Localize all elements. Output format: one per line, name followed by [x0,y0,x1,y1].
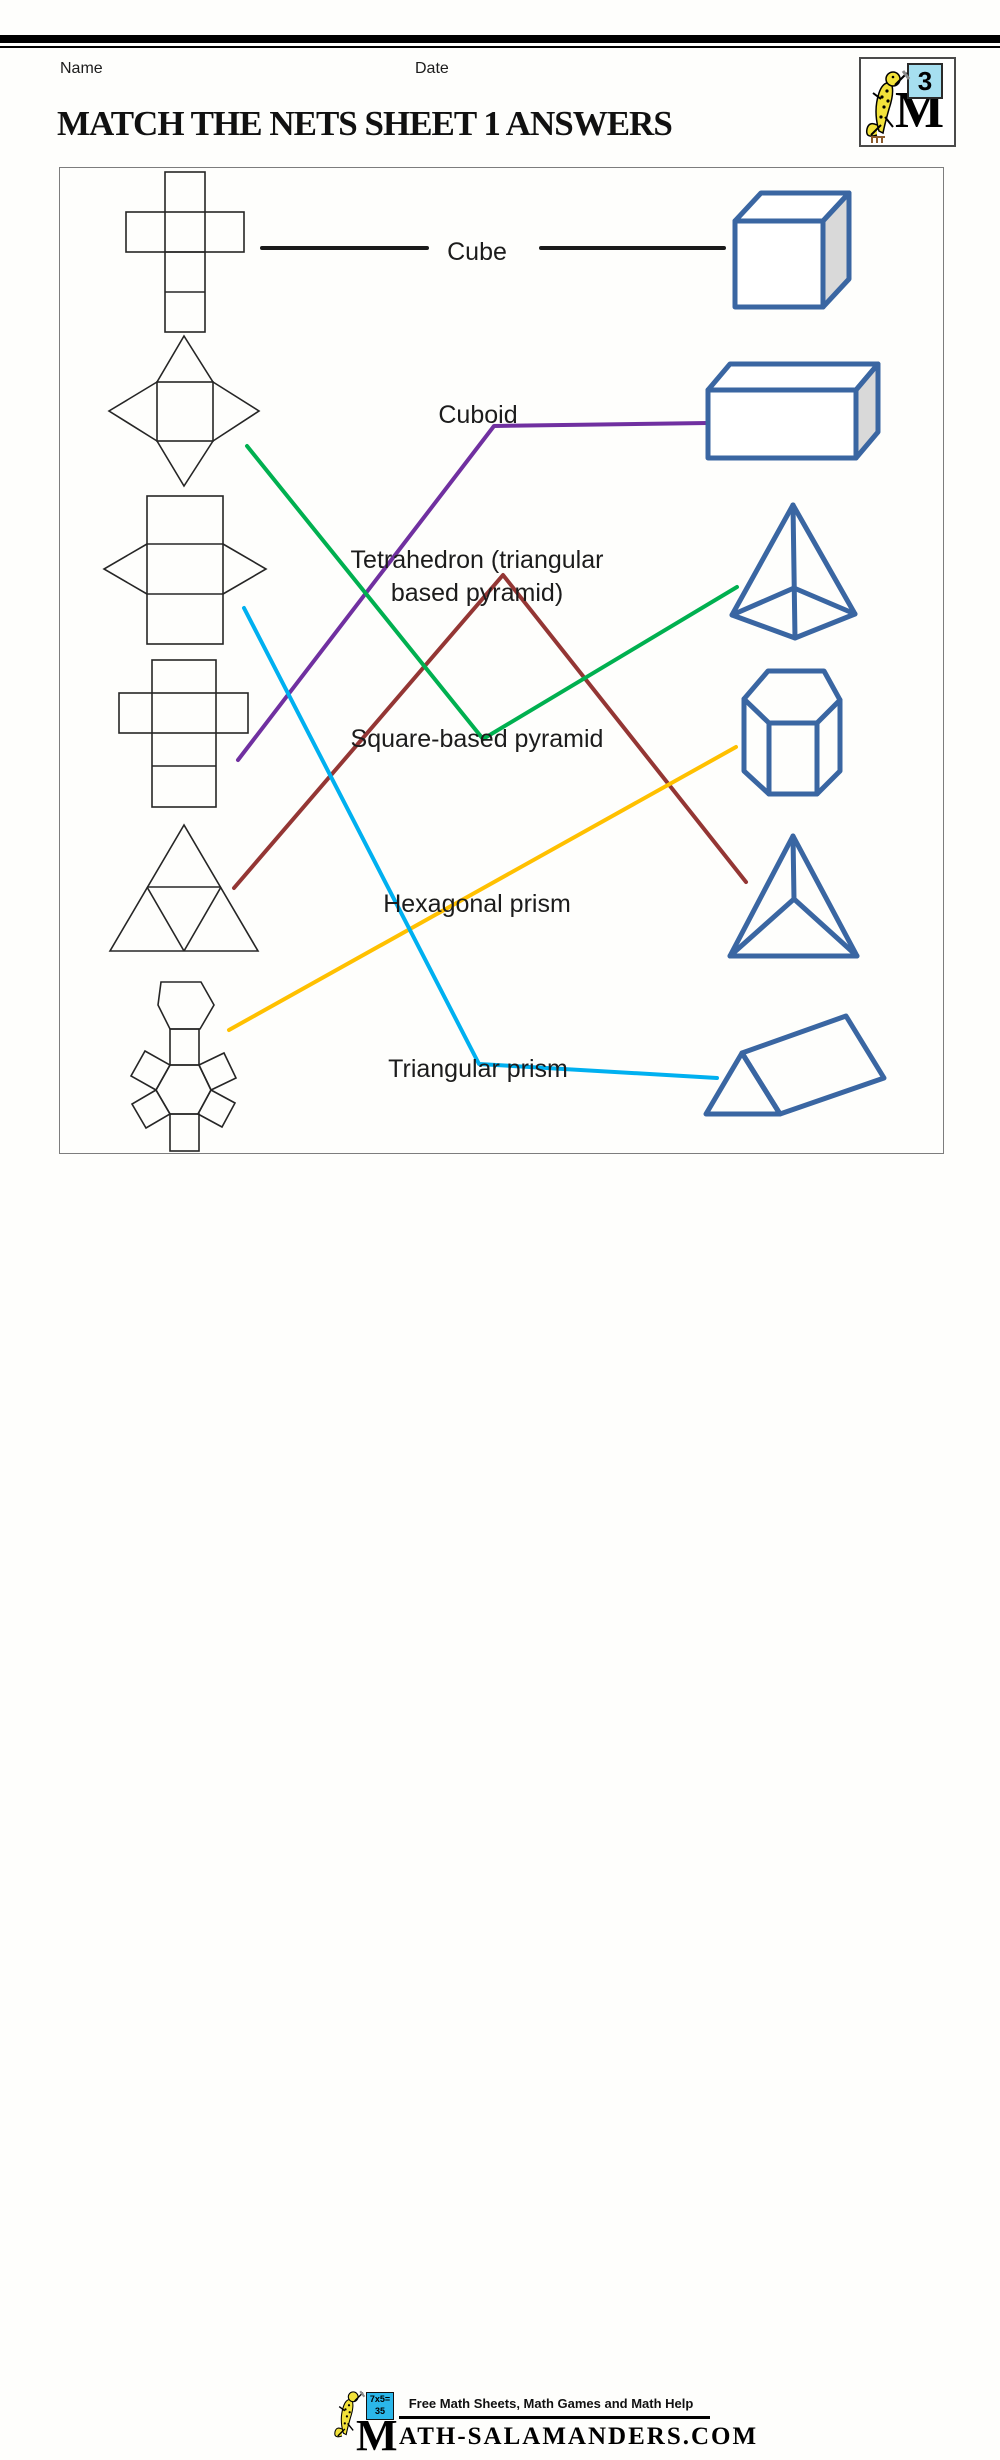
cuboid-net [118,659,249,808]
nets-column [102,171,268,1152]
label-triangular-prism: Triangular prism [388,1055,568,1083]
cube-net [125,171,245,333]
page-title: MATCH THE NETS SHEET 1 ANSWERS [57,104,673,143]
square-pyramid-net [107,334,261,488]
grade-badge: M 3 [859,57,956,147]
label-hexagonal-prism: Hexagonal prism [383,890,571,918]
tetrahedron-solid [727,833,860,959]
hexagonal-prism-net [129,981,238,1152]
connection-line-triangular-prism [242,606,719,1080]
label-cube: Cube [447,238,507,266]
salamander-icon [865,70,911,143]
connection-line-tetrahedron [232,573,748,890]
grade-number: 3 [917,66,933,96]
label-cuboid: Cuboid [438,401,518,429]
footer-rule [399,2416,710,2419]
tetrahedron-net [108,823,260,952]
footer-brand-m: M [356,2411,398,2460]
label-square-pyramid: Square-based pyramid [350,725,604,753]
connection-line-hexagonal-prism [227,745,738,1032]
solids-column [703,190,887,1117]
connection-line-cuboid [236,421,710,762]
footer-card-line1: 7x5= [369,2394,391,2404]
footer: 7x5= 35 Free Math Sheets, Math Games and… [0,1190,1000,2458]
worksheet-canvas [102,171,887,1152]
date-label: Date [415,60,449,77]
grade-card: 3 [907,63,943,99]
square-pyramid-solid [729,502,858,641]
label-tetrahedron-line2: based pyramid) [390,579,564,607]
footer-tagline: Free Math Sheets, Math Games and Math He… [408,2396,694,2411]
footer-brand-text: ATH-SALAMANDERS.COM [399,2423,759,2450]
top-rule-thin [0,46,1000,48]
cube-solid [732,190,852,310]
worksheet-box [59,167,944,1154]
name-label: Name [60,60,103,77]
hexagonal-prism-solid [741,668,843,797]
worksheet-page: { "header": { "name_label": "Name", "dat… [0,35,1000,2458]
top-rule [0,35,1000,43]
label-tetrahedron: Tetrahedron (triangular based pyramid) [351,544,604,610]
triangular-prism-net [102,495,268,645]
cuboid-solid [705,361,881,461]
answer-lines [227,246,748,1080]
connection-line-square-pyramid [245,444,739,741]
label-tetrahedron-line1: Tetrahedron (triangular [350,546,604,574]
triangular-prism-solid [703,1013,887,1117]
